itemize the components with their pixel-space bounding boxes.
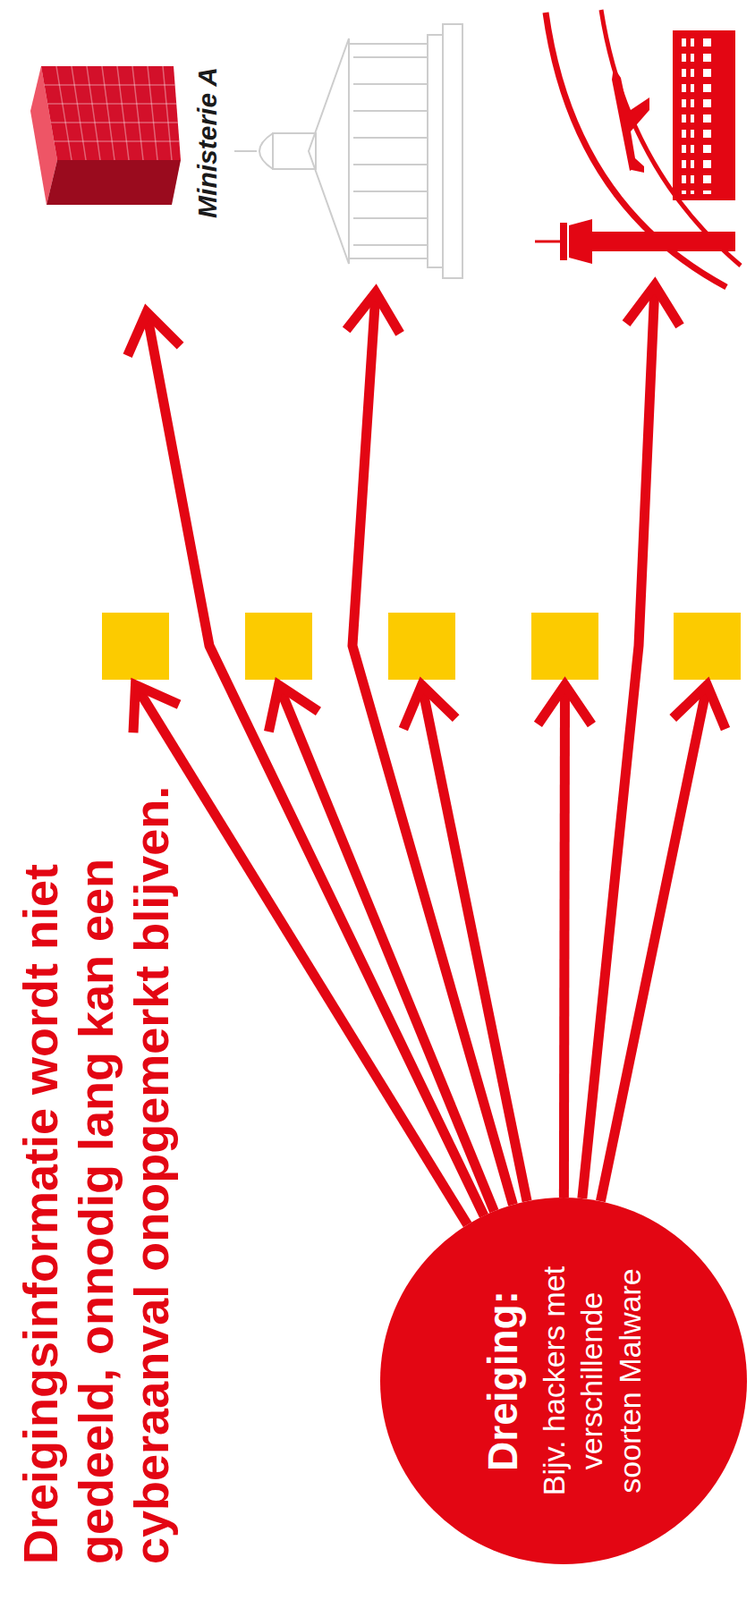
yellow-square	[245, 612, 313, 680]
tower-roof	[559, 222, 568, 261]
yellow-squares	[101, 612, 741, 680]
terminal-windows	[681, 36, 695, 195]
arrow-line	[563, 689, 565, 1198]
airport-icon	[534, 9, 741, 288]
arrow-line	[600, 689, 706, 1202]
arrowhead	[346, 292, 400, 334]
building-pediment	[308, 38, 349, 264]
arrow	[133, 685, 468, 1225]
airport-arc	[601, 9, 741, 266]
arrowhead	[127, 312, 181, 357]
yellow-square	[673, 612, 741, 680]
tower-antenna	[534, 240, 560, 244]
terminal	[672, 30, 736, 201]
arrowhead	[672, 685, 726, 730]
ministry-building-icon	[10, 16, 190, 313]
terminal-windows	[703, 36, 716, 195]
building-step	[427, 34, 443, 268]
circle-heading: Dreiging:	[478, 1253, 528, 1510]
connector	[147, 316, 484, 1216]
yellow-square	[388, 612, 456, 680]
arrowhead	[268, 685, 319, 732]
building-base	[442, 24, 463, 279]
arrow	[537, 685, 592, 1198]
building-tower	[272, 133, 316, 170]
circle-body: Bijv. hackers met verschillende soorten …	[534, 1253, 650, 1510]
threat-circle-fill	[380, 1197, 747, 1565]
arrows	[133, 285, 726, 1225]
building-label: Ministerie A	[189, 16, 228, 313]
yellow-square	[101, 612, 170, 680]
arrow	[346, 292, 513, 1205]
ministry-building: Ministerie A	[10, 16, 228, 313]
government-building-icon	[234, 24, 463, 279]
building-side	[46, 160, 181, 205]
threat-circle: Dreiging:Bijv. hackers met verschillende…	[380, 1197, 747, 1565]
arrowhead	[403, 685, 457, 730]
tower-cab	[568, 219, 593, 264]
arrow-line	[137, 688, 467, 1225]
building-front	[41, 66, 181, 161]
arrow	[600, 685, 726, 1202]
building-columns	[353, 57, 428, 246]
yellow-square	[531, 612, 599, 680]
airplane	[611, 67, 650, 173]
arrowhead	[537, 685, 592, 725]
building-dome	[234, 133, 273, 170]
tower-stem	[592, 231, 736, 252]
slide-title: Dreigingsinformatie wordt niet gedeeld, …	[12, 729, 179, 1565]
connector-group	[127, 312, 484, 1216]
building-windows	[44, 66, 180, 161]
arrowhead	[133, 685, 179, 733]
arrow-line	[582, 289, 655, 1199]
building-body	[348, 43, 428, 259]
arrow	[403, 685, 527, 1202]
arrowhead	[626, 285, 680, 326]
